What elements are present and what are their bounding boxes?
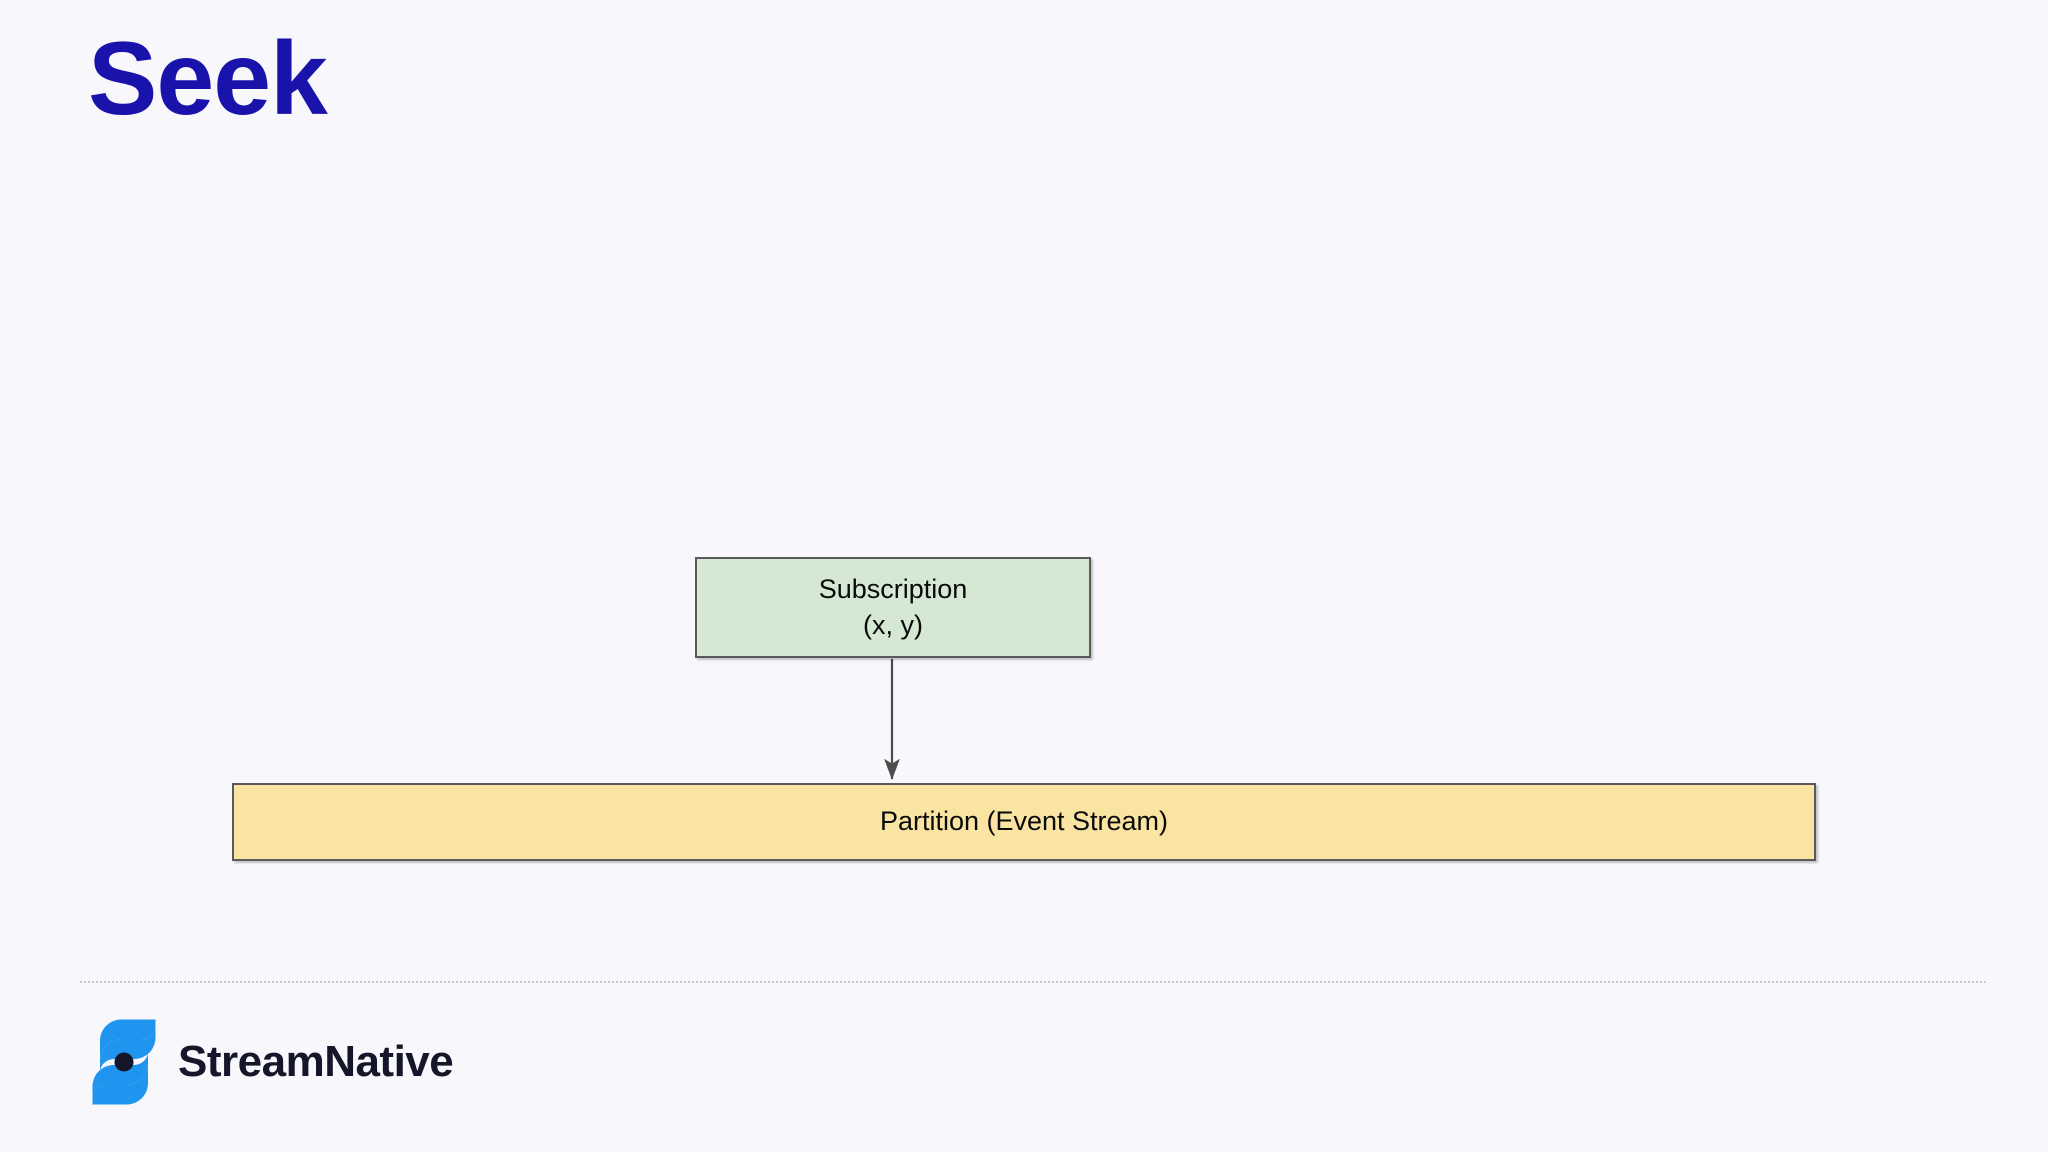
footer-brand: StreamNative (92, 1018, 454, 1106)
streamnative-wordmark: StreamNative (178, 1037, 454, 1086)
streamnative-logo-icon (92, 1019, 156, 1105)
diagram-node-partition[interactable]: Partition (Event Stream) (232, 783, 1816, 861)
diagram-node-subscription[interactable]: Subscription (x, y) (695, 557, 1091, 658)
streamnative-logo-dot (114, 1052, 134, 1072)
page-title: Seek (88, 21, 328, 137)
footer-divider (80, 981, 1986, 983)
diagram-node-subscription-title: Subscription (818, 573, 968, 604)
diagram-node-subscription-coords: (x, y) (863, 609, 923, 640)
diagram-node-partition-label: Partition (Event Stream) (879, 806, 1169, 837)
